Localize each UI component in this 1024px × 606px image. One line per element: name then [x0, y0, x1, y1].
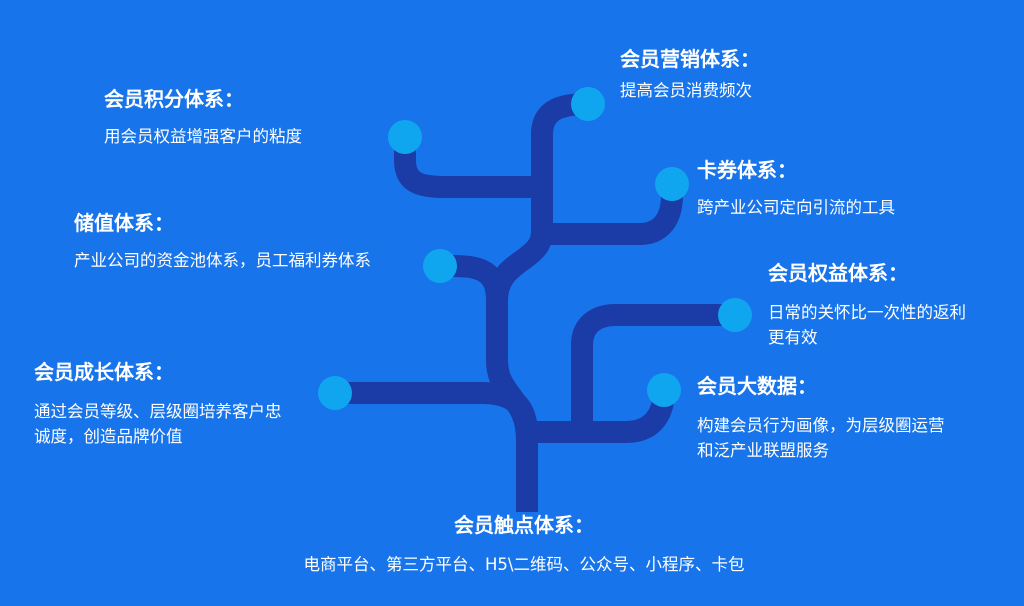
node-points — [388, 120, 422, 154]
desc-line: 构建会员行为画像，为层级圈运营 — [697, 416, 945, 435]
title-rights: 会员权益体系： — [768, 261, 908, 285]
desc-line: 跨产业公司定向引流的工具 — [697, 198, 895, 217]
node-rights — [718, 298, 752, 332]
title-growth: 会员成长体系： — [34, 360, 174, 384]
desc-bigdata: 构建会员行为画像，为层级圈运营 和泛产业联盟服务 — [697, 413, 945, 463]
node-coupon — [655, 167, 689, 201]
block-points: 会员积分体系： 用会员权益增强客户的粘度 — [104, 86, 302, 149]
branch-right-lower — [527, 389, 675, 443]
branch-rights — [571, 304, 735, 432]
block-growth: 会员成长体系： 通过会员等级、层级圈培养客户忠 诚度，创造品牌价值 — [34, 359, 282, 449]
block-marketing: 会员营销体系： 提高会员消费频次 — [620, 46, 760, 103]
desc-line: 更有效 — [768, 328, 818, 347]
title-stored-value: 储值体系： — [74, 211, 174, 235]
block-rights: 会员权益体系： 日常的关怀比一次性的返利 更有效 — [768, 260, 966, 350]
block-coupon: 卡券体系： 跨产业公司定向引流的工具 — [697, 157, 895, 220]
node-growth — [318, 376, 352, 410]
desc-stored-value: 产业公司的资金池体系，员工福利券体系 — [74, 248, 371, 273]
desc-coupon: 跨产业公司定向引流的工具 — [697, 195, 895, 220]
desc-growth: 通过会员等级、层级圈培养客户忠 诚度，创造品牌价值 — [34, 399, 282, 449]
node-stored-value — [423, 249, 457, 283]
desc-line: 通过会员等级、层级圈培养客户忠 — [34, 402, 282, 421]
desc-line: 产业公司的资金池体系，员工福利券体系 — [74, 251, 371, 270]
block-touchpoint: 会员触点体系： 电商平台、第三方平台、H5\二维码、公众号、小程序、卡包 — [274, 512, 774, 577]
branch-coupon — [542, 184, 683, 245]
branch-growth — [335, 382, 538, 436]
desc-line: 电商平台、第三方平台、H5\二维码、公众号、小程序、卡包 — [303, 555, 745, 574]
desc-rights: 日常的关怀比一次性的返利 更有效 — [768, 300, 966, 350]
title-marketing: 会员营销体系： — [620, 47, 760, 71]
title-coupon: 卡券体系： — [697, 158, 797, 182]
desc-line: 和泛产业联盟服务 — [697, 441, 829, 460]
node-bigdata — [647, 373, 681, 407]
title-bigdata: 会员大数据： — [697, 374, 817, 398]
desc-line: 日常的关怀比一次性的返利 — [768, 303, 966, 322]
desc-line: 提高会员消费频次 — [620, 81, 752, 100]
desc-marketing: 提高会员消费频次 — [620, 78, 760, 103]
desc-line: 用会员权益增强客户的粘度 — [104, 127, 302, 146]
branch-points — [394, 137, 542, 198]
block-bigdata: 会员大数据： 构建会员行为画像，为层级圈运营 和泛产业联盟服务 — [697, 373, 945, 463]
desc-line: 诚度，创造品牌价值 — [34, 427, 183, 446]
trunk-upper — [486, 93, 589, 302]
desc-touchpoint: 电商平台、第三方平台、H5\二维码、公众号、小程序、卡包 — [274, 552, 774, 577]
block-stored-value: 储值体系： 产业公司的资金池体系，员工福利券体系 — [74, 210, 371, 273]
node-marketing — [571, 87, 605, 121]
title-touchpoint: 会员触点体系： — [454, 513, 594, 537]
desc-points: 用会员权益增强客户的粘度 — [104, 124, 302, 149]
title-points: 会员积分体系： — [104, 87, 244, 111]
